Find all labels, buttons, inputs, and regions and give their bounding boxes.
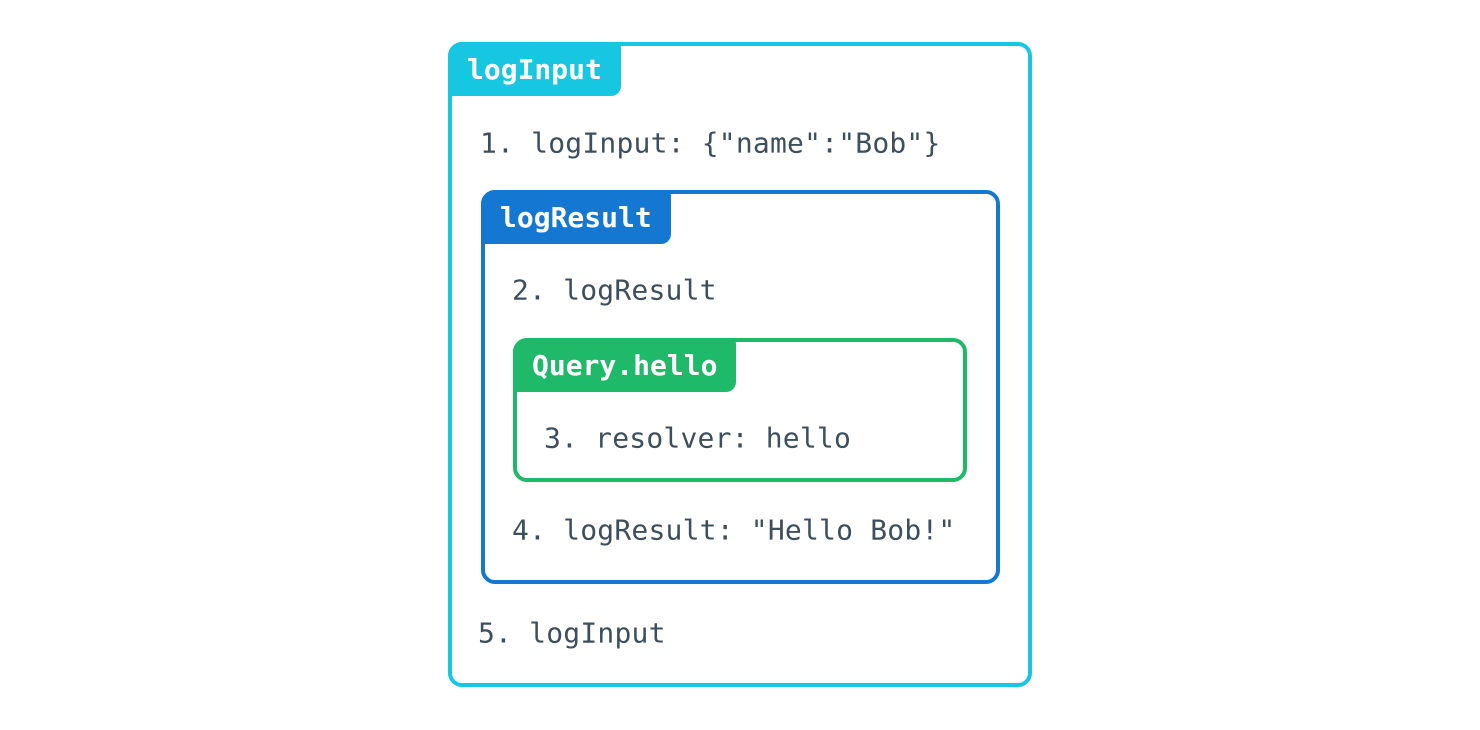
step-1-loginput-enter: 1. logInput: {"name":"Bob"}	[480, 126, 941, 160]
logresult-label: logResult	[500, 200, 652, 234]
query-hello-label: Query.hello	[532, 348, 718, 382]
step-4-logresult-exit: 4. logResult: "Hello Bob!"	[512, 513, 956, 547]
loginput-middleware-box: logInput 1. logInput: {"name":"Bob"} log…	[448, 42, 1032, 687]
query-hello-label-tab: Query.hello	[513, 338, 737, 392]
step-3-resolver-call: 3. resolver: hello	[544, 421, 852, 455]
logresult-label-tab: logResult	[481, 190, 671, 244]
step-5-loginput-exit: 5. logInput	[478, 616, 666, 650]
step-2-logresult-enter: 2. logResult	[512, 273, 717, 307]
loginput-label: logInput	[467, 52, 602, 86]
logresult-middleware-box: logResult 2. logResult Query.hello 3. re…	[481, 190, 1000, 584]
loginput-label-tab: logInput	[448, 42, 621, 96]
query-hello-resolver-box: Query.hello 3. resolver: hello	[513, 338, 967, 482]
